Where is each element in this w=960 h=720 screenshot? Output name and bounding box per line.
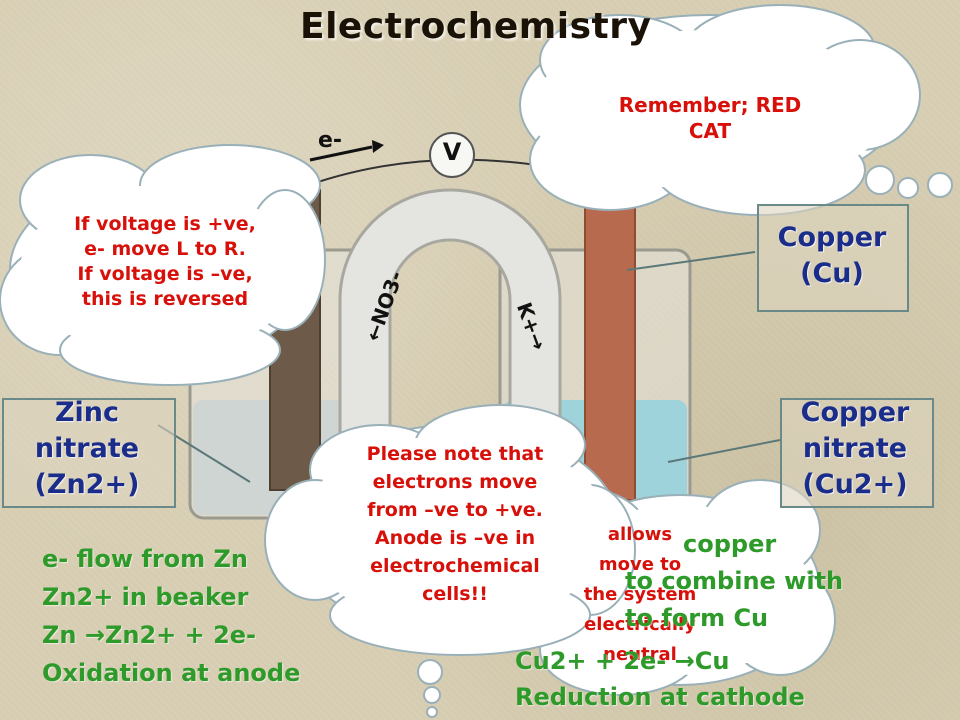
copper-electrode xyxy=(584,179,636,501)
electron-arrow-head xyxy=(372,140,384,153)
cathode-note-1: copper xyxy=(683,530,777,558)
copper-solution-line1: Copper xyxy=(800,397,910,428)
zinc-solution-label: Zinc nitrate (Zn2+) xyxy=(2,395,172,503)
voltage-line3: If voltage is –ve, xyxy=(77,263,253,285)
red-cat-line2: CAT xyxy=(688,119,732,143)
bridge-line1: allows xyxy=(607,524,673,545)
anode-note-4: Oxidation at anode xyxy=(42,659,301,687)
anode-note-1: e- flow from Zn xyxy=(42,545,249,573)
voltage-bubble-text: If voltage is +ve, e- move L to R. If vo… xyxy=(30,212,300,312)
red-cat-line1: Remember; RED xyxy=(618,93,802,117)
copper-solution-pointer xyxy=(667,439,781,463)
red-cat-bubble-fill xyxy=(530,30,890,190)
bridge-line5: neutral xyxy=(603,644,677,665)
salt-bridge xyxy=(338,188,562,472)
bridge-bubble-text: allows move to the system electrically n… xyxy=(560,520,720,670)
bridge-line3: the system xyxy=(583,584,697,605)
note-bubble-fill xyxy=(300,435,610,625)
copper-solution-label-box xyxy=(780,398,934,508)
zinc-solution-line1: Zinc xyxy=(54,397,120,428)
zinc-solution-label-box xyxy=(2,398,176,508)
note-line4: Anode is –ve in xyxy=(374,527,536,549)
voltmeter-label: V xyxy=(442,138,462,166)
note-line3: from –ve to +ve. xyxy=(367,499,543,521)
note-line6: cells!! xyxy=(422,583,488,605)
electron-label: e- xyxy=(317,128,343,153)
copper-electrode-pointer xyxy=(626,251,756,271)
bridge-line4: electrically xyxy=(584,614,696,635)
voltage-line2: e- move L to R. xyxy=(84,238,246,260)
voltage-bubble-fill xyxy=(20,185,300,355)
anode-note-3: Zn →Zn2+ + 2e- xyxy=(42,621,257,649)
copper-electrode-label-box xyxy=(757,204,909,312)
bridge-line2: move to xyxy=(598,554,682,575)
red-cat-text: Remember; RED CAT xyxy=(580,92,840,144)
voltage-line4: this is reversed xyxy=(81,288,249,310)
zinc-solution-line2: nitrate xyxy=(34,433,140,464)
copper-electrode-line2: (Cu) xyxy=(800,258,864,289)
note-line2: electrons move xyxy=(372,471,538,493)
cathode-note-2: to combine with xyxy=(625,567,844,595)
page-title: Electrochemistry xyxy=(300,6,652,47)
note-line1: Please note that xyxy=(366,443,544,465)
copper-solution-line2: nitrate xyxy=(802,433,908,464)
voltage-line1: If voltage is +ve, xyxy=(74,213,256,235)
copper-electrode-line1: Copper xyxy=(777,222,887,253)
note-line5: electrochemical xyxy=(370,555,540,577)
note-bubble-text: Please note that electrons move from –ve… xyxy=(330,440,580,608)
voltmeter xyxy=(429,132,475,178)
cathode-note-4: Cu2+ + 2e- →Cu xyxy=(515,647,730,675)
copper-solution-line3: (Cu2+) xyxy=(802,469,908,500)
cathode-note-5: Reduction at cathode xyxy=(515,683,805,711)
electron-arrow-line xyxy=(309,145,373,162)
anode-note-2: Zn2+ in beaker xyxy=(42,583,249,611)
cathode-note-3: to form Cu xyxy=(625,604,769,632)
copper-solution-label: Copper nitrate (Cu2+) xyxy=(780,395,930,503)
copper-electrode-label: Copper (Cu) xyxy=(757,220,907,292)
zinc-solution-line3: (Zn2+) xyxy=(34,469,140,500)
